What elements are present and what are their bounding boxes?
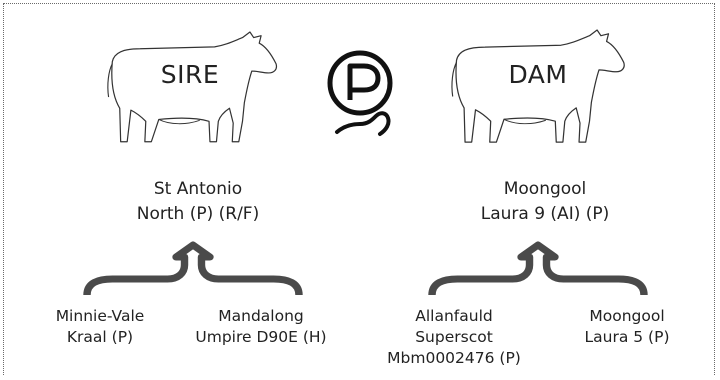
sire-parent-1: Minnie-Vale Kraal (P): [30, 306, 170, 348]
dam-parent-1-line3: Mbm0002476 (P): [387, 349, 521, 367]
poll-symbol-icon: [327, 50, 393, 136]
sire-parent-2-line1: Mandalong: [218, 307, 304, 325]
dam-parent-1: Allanfauld Superscot Mbm0002476 (P): [372, 306, 536, 369]
sire-name-line1: St Antonio: [153, 179, 243, 199]
dam-parent-1-line1: Allanfauld: [415, 307, 493, 325]
sire-label: SIRE: [160, 60, 220, 89]
dam-name-line1: Moongool: [503, 179, 587, 199]
dam-parent-1-line2: Superscot: [415, 328, 493, 346]
dam-name: Moongool Laura 9 (AI) (P): [440, 177, 650, 227]
dam-parent-2-line1: Moongool: [589, 307, 665, 325]
dam-parent-2-line2: Laura 5 (P): [584, 328, 670, 346]
sire-name: St Antonio North (P) (R/F): [98, 177, 298, 227]
sire-parent-1-line1: Minnie-Vale: [55, 307, 145, 325]
sire-parent-2: Mandalong Umpire D90E (H): [174, 306, 348, 348]
dam-label: DAM: [508, 60, 568, 89]
dam-parent-2: Moongool Laura 5 (P): [562, 306, 692, 348]
sire-name-line2: North (P) (R/F): [136, 204, 260, 224]
sire-parent-1-line2: Kraal (P): [66, 328, 134, 346]
dam-brace-arrow-icon: [432, 245, 644, 295]
sire-brace-arrow-icon: [87, 245, 299, 295]
pedigree-frame: [3, 3, 715, 375]
dam-name-line2: Laura 9 (AI) (P): [480, 204, 610, 224]
sire-parent-2-line2: Umpire D90E (H): [195, 328, 327, 346]
